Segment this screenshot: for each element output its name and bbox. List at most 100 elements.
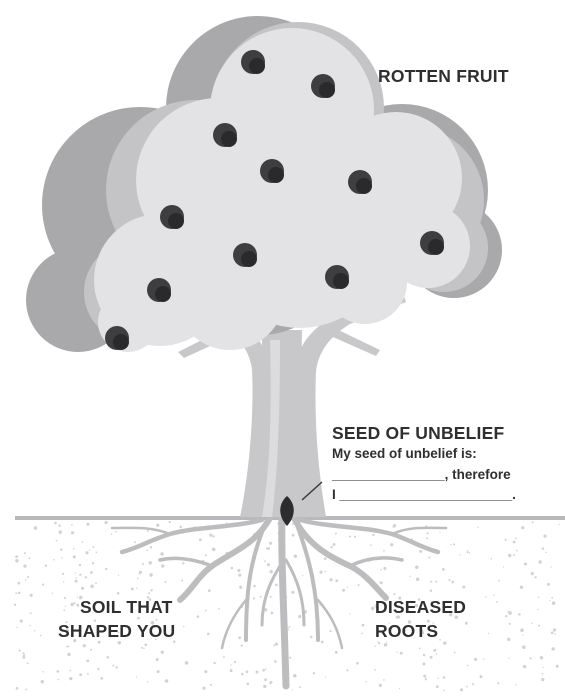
soil-speck (218, 608, 220, 610)
soil-speck (270, 612, 273, 615)
soil-speck (335, 651, 338, 654)
soil-speck (183, 626, 184, 627)
soil-speck (90, 584, 93, 587)
soil-speck (508, 612, 511, 615)
soil-speck (92, 546, 94, 548)
soil-speck (477, 527, 478, 528)
soil-speck (23, 652, 25, 654)
soil-speck (520, 629, 524, 633)
soil-speck (34, 630, 35, 631)
soil-speck (42, 584, 44, 586)
soil-speck (552, 601, 556, 605)
soil-speck (293, 674, 297, 678)
soil-speck (439, 532, 440, 533)
soil-speck (542, 547, 545, 550)
soil-speck (551, 597, 553, 599)
soil-speck (496, 601, 498, 603)
soil-speck (310, 636, 313, 639)
soil-speck (451, 581, 454, 584)
soil-speck (157, 670, 160, 673)
soil-speck (448, 579, 450, 581)
soil-speck (246, 670, 249, 673)
soil-speck (265, 668, 266, 669)
seed-i-line: I _______________________. (332, 487, 516, 503)
soil-speck (16, 687, 19, 690)
soil-speck (556, 665, 559, 668)
soil-speck (521, 526, 524, 529)
soil-speck (541, 678, 544, 681)
soil-speck (454, 652, 456, 654)
soil-speck (69, 677, 72, 680)
soil-speck (230, 669, 233, 672)
fruit-shade (268, 167, 284, 183)
soil-speck (460, 688, 463, 691)
soil-speck (95, 582, 97, 584)
soil-speck (552, 647, 555, 650)
soil-speck (234, 661, 236, 663)
soil-speck (507, 638, 510, 641)
soil-speck (230, 664, 231, 665)
soil-speck (545, 551, 547, 553)
seed-prompt: My seed of unbelief is: (332, 446, 477, 462)
soil-speck (15, 592, 17, 594)
soil-speck (342, 589, 345, 592)
soil-speck (466, 551, 468, 553)
soil-speck (299, 686, 301, 688)
soil-speck (469, 552, 471, 554)
seed-blank-line: _______________, therefore (332, 467, 511, 483)
soil-speck (491, 558, 493, 560)
soil-speck (118, 641, 121, 644)
soil-speck (15, 555, 18, 558)
soil-speck (488, 633, 489, 634)
soil-speck (467, 665, 469, 667)
soil-speck (238, 574, 241, 577)
fruit-shade (241, 251, 257, 267)
soil-speck (522, 645, 526, 649)
soil-speck (58, 524, 60, 526)
soil-speck (199, 538, 202, 541)
soil-speck (362, 624, 365, 627)
soil-speck (428, 556, 430, 558)
soil-speck (393, 593, 395, 595)
soil-speck (372, 534, 374, 536)
soil-speck (485, 596, 486, 597)
soil-speck (79, 574, 81, 576)
fruit-shade (168, 213, 184, 229)
soil-speck (118, 575, 119, 576)
soil-speck (534, 576, 536, 578)
soil-speck (275, 643, 278, 646)
soil-speck (419, 550, 422, 553)
soil-speck (425, 678, 427, 680)
soil-speck (263, 685, 266, 688)
soil-speck (415, 566, 419, 570)
soil-speck (205, 610, 207, 612)
soil-speck (70, 603, 73, 606)
soil-speck (321, 641, 324, 644)
soil-speck (23, 564, 26, 567)
soil-speck (18, 582, 21, 585)
soil-speck (76, 604, 79, 607)
soil-speck (75, 580, 78, 583)
soil-speck (346, 669, 348, 671)
soil-speck (374, 645, 375, 646)
soil-speck (335, 533, 337, 535)
fruit-shade (113, 334, 129, 350)
soil-speck (136, 588, 137, 589)
soil-speck (28, 557, 30, 559)
soil-speck (333, 543, 336, 546)
soil-speck (433, 649, 436, 652)
soil-speck (147, 681, 149, 683)
soil-speck (62, 573, 64, 575)
soil-speck (60, 549, 62, 551)
soil-speck (270, 596, 272, 598)
soil-speck (538, 625, 540, 627)
soil-speck (212, 548, 216, 552)
soil-speck (443, 690, 444, 691)
soil-speck (241, 673, 244, 676)
soil-speck (483, 658, 484, 659)
soil-speck (150, 546, 152, 548)
soil-speck (390, 543, 393, 546)
soil-speck (505, 539, 507, 541)
soil-speck (253, 585, 256, 588)
